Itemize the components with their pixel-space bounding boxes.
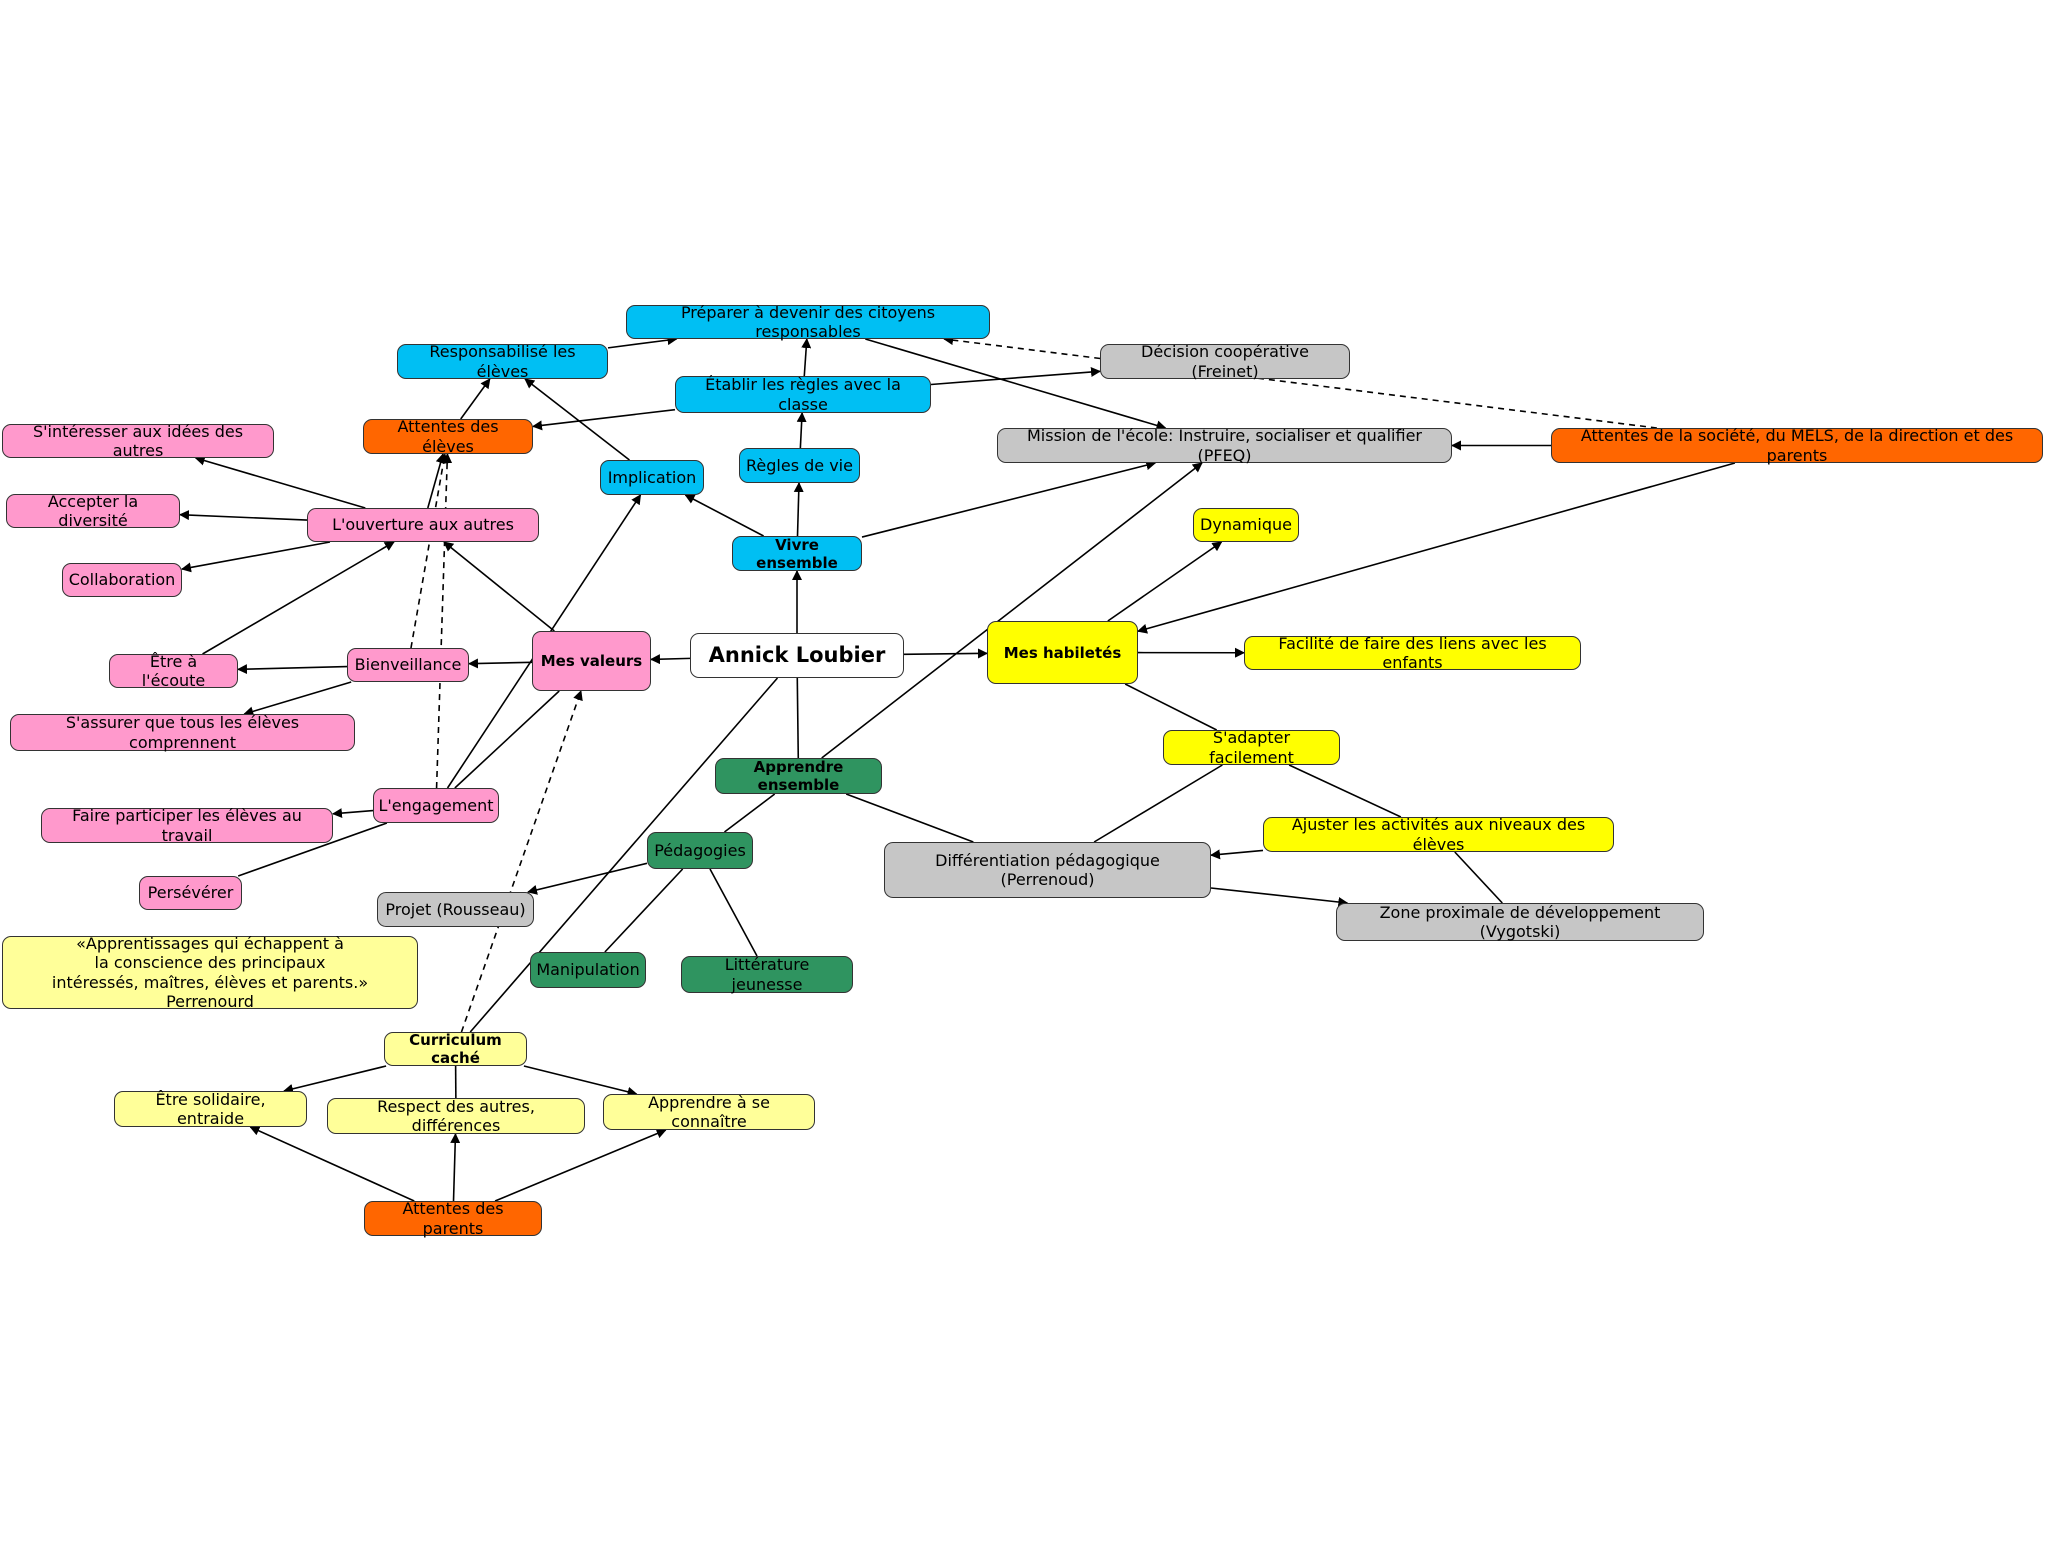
connector-attentes-societe-to-preparer <box>943 335 1657 429</box>
connector-apprendre-to-pedagogies <box>723 793 776 833</box>
connector-etablir-to-decision <box>930 366 1101 386</box>
connector-vivre-to-regles <box>793 482 804 537</box>
node-manipulation[interactable]: Manipulation <box>530 952 646 988</box>
connector-attentes-parents-to-solidaire <box>249 1126 415 1202</box>
node-responsabilise[interactable]: Responsabilisé les élèves <box>397 342 608 381</box>
connector-apprendre-to-mission <box>821 462 1203 759</box>
node-connaitre[interactable]: Apprendre à se connaître <box>603 1093 815 1131</box>
connector-habiletes-to-adapter <box>1124 683 1218 731</box>
connector-pedagogies-to-litterature <box>709 868 758 957</box>
connector-adapter-to-differenciation <box>1093 764 1223 843</box>
connector-attentes-parents-to-respect <box>450 1133 461 1202</box>
node-curriculum[interactable]: Curriculum caché <box>384 1031 527 1067</box>
node-habiletes[interactable]: Mes habiletés <box>987 621 1138 684</box>
connector-preparer-to-mission <box>865 338 1167 431</box>
connector-engagement-to-perseverer <box>237 822 388 877</box>
connector-bienveillance-to-ecoute <box>237 664 348 675</box>
connector-engagement-to-participer <box>332 808 374 819</box>
connector-apprendre-to-differenciation <box>845 793 974 843</box>
connector-engagement-to-attentes-eleves <box>435 453 453 789</box>
connector-attentes-eleves-to-responsabilise <box>460 378 491 420</box>
connector-etablir-to-attentes-eleves <box>532 408 676 431</box>
node-valeurs[interactable]: Mes valeurs <box>532 631 651 691</box>
node-ecoute[interactable]: Être à l'écoute <box>109 652 238 690</box>
node-zone[interactable]: Zone proximale de développement (Vygotsk… <box>1336 903 1704 941</box>
node-attentes-parents[interactable]: Attentes des parents <box>364 1199 542 1238</box>
node-dynamique[interactable]: Dynamique <box>1193 508 1299 542</box>
node-attentes-eleves[interactable]: Attentes des élèves <box>363 417 533 456</box>
connector-curriculum-to-valeurs <box>460 690 583 1033</box>
node-diversite[interactable]: Accepter la diversité <box>6 492 180 530</box>
node-mission[interactable]: Mission de l'école: Instruire, socialise… <box>997 426 1452 465</box>
node-bienveillance[interactable]: Bienveillance <box>347 648 469 682</box>
connector-ouverture-to-diversite <box>179 510 308 521</box>
node-projet[interactable]: Projet (Rousseau) <box>377 892 534 927</box>
node-pedagogies[interactable]: Pédagogies <box>647 832 753 869</box>
connector-vivre-to-mission <box>861 460 1157 538</box>
connector-attentes-societe-to-habiletes <box>1137 462 1736 634</box>
connector-valeurs-to-bienveillance <box>468 658 533 669</box>
node-interesser[interactable]: S'intéresser aux idées des autres <box>2 422 274 460</box>
node-preparer[interactable]: Préparer à devenir des citoyens responsa… <box>626 303 990 341</box>
connector-responsabilise-to-preparer <box>607 335 678 349</box>
connector-ajuster-to-zone <box>1454 851 1503 904</box>
node-apprendre[interactable]: Apprendre ensemble <box>715 758 882 794</box>
node-facilite[interactable]: Facilité de faire des liens avec les enf… <box>1244 634 1581 672</box>
connector-implication-to-responsabilise <box>524 378 630 461</box>
node-regles[interactable]: Règles de vie <box>739 448 860 483</box>
connector-habiletes-to-dynamique <box>1107 541 1223 622</box>
node-respect[interactable]: Respect des autres, différences <box>327 1097 585 1135</box>
node-quote[interactable]: «Apprentissages qui échappent à la consc… <box>2 934 418 1011</box>
connector-adapter-to-ajuster <box>1288 764 1402 818</box>
connector-bienveillance-to-attentes-eleves <box>410 453 449 649</box>
connector-ajuster-to-differenciation <box>1210 849 1264 860</box>
node-attentes-societe[interactable]: Attentes de la société, du MELS, de la d… <box>1551 426 2043 465</box>
connector-valeurs-to-ouverture <box>443 541 555 632</box>
connector-curriculum-to-connaitre <box>523 1065 638 1097</box>
connector-pedagogies-to-manipulation <box>604 868 684 953</box>
node-etablir[interactable]: Établir les règles avec la classe <box>675 375 931 414</box>
connector-attentes-parents-to-connaitre <box>494 1128 667 1202</box>
node-vivre[interactable]: Vivre ensemble <box>732 536 862 572</box>
connector-vivre-to-implication <box>684 494 764 537</box>
node-solidaire[interactable]: Être solidaire, entraide <box>114 1090 307 1128</box>
connector-curriculum-to-solidaire <box>283 1065 387 1094</box>
node-ouverture[interactable]: L'ouverture aux autres <box>307 508 539 542</box>
node-differenciation[interactable]: Différentiation pédagogique (Perrenoud) <box>884 842 1211 898</box>
connector-ouverture-to-interesser <box>194 455 366 509</box>
connector-center-to-habiletes <box>903 648 988 659</box>
connector-ouverture-to-collaboration <box>181 541 331 573</box>
node-perseverer[interactable]: Persévérer <box>139 876 242 910</box>
node-participer[interactable]: Faire participer les élèves au travail <box>41 806 333 845</box>
connector-ecoute-to-ouverture <box>202 541 395 655</box>
node-engagement[interactable]: L'engagement <box>373 788 499 823</box>
node-litterature[interactable]: Littérature jeunesse <box>681 955 853 994</box>
connector-differenciation-to-zone <box>1210 887 1349 907</box>
node-implication[interactable]: Implication <box>600 460 704 495</box>
connector-etablir-to-preparer <box>801 338 812 377</box>
connector-regles-to-etablir <box>796 412 807 449</box>
connector-valeurs-to-engagement <box>454 690 560 789</box>
node-center[interactable]: Annick Loubier <box>690 633 904 678</box>
node-assurer[interactable]: S'assurer que tous les élèves comprennen… <box>10 713 355 752</box>
connector-pedagogies-to-projet <box>527 862 648 895</box>
node-collaboration[interactable]: Collaboration <box>62 563 182 597</box>
node-decision[interactable]: Décision coopérative (Freinet) <box>1100 342 1350 381</box>
connector-bienveillance-to-assurer <box>243 681 352 717</box>
connector-center-to-curriculum <box>469 677 779 1033</box>
node-adapter[interactable]: S'adapter facilement <box>1163 728 1340 767</box>
node-ajuster[interactable]: Ajuster les activités aux niveaux des él… <box>1263 815 1614 854</box>
connector-center-to-apprendre <box>796 677 800 759</box>
connector-center-to-valeurs <box>650 654 691 665</box>
